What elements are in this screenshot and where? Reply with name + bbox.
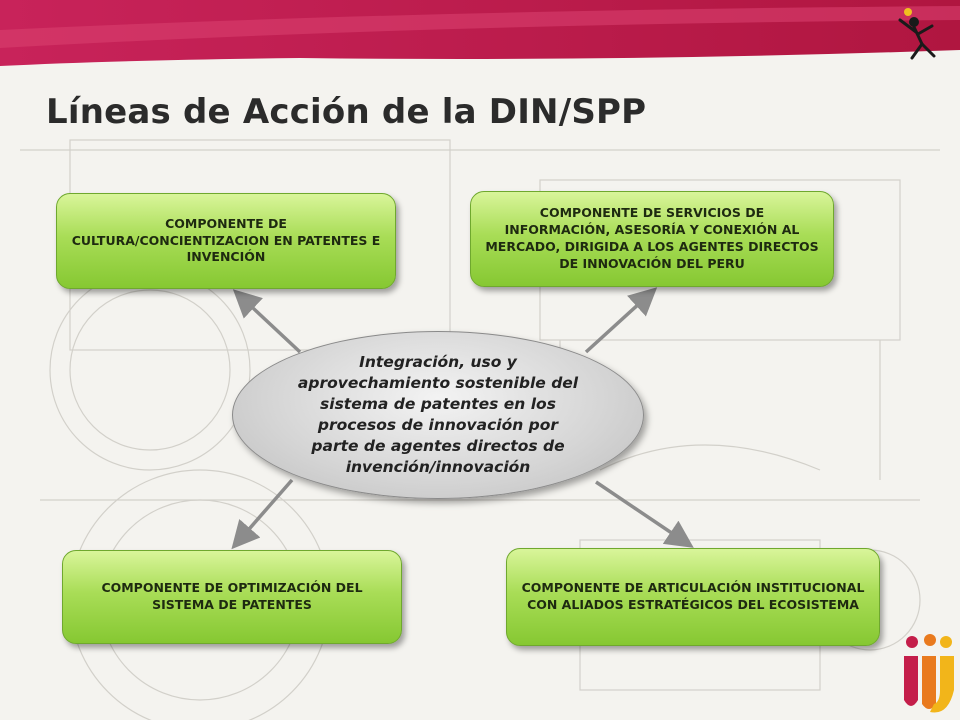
institution-logo-icon	[904, 634, 954, 713]
arrow-to-bottom-right	[595, 480, 694, 548]
component-cultura-box: COMPONENTE DE CULTURA/CONCIENTIZACION EN…	[56, 193, 396, 289]
arrow-to-top-left	[232, 289, 302, 354]
slide-title: Líneas de Acción de la DIN/SPP	[46, 92, 647, 132]
component-articulacion-box: COMPONENTE DE ARTICULACIÓN INSTITUCIONAL…	[506, 548, 880, 646]
arrow-to-bottom-left	[231, 478, 294, 550]
juggler-figure-icon	[898, 8, 936, 60]
component-optimizacion-box: COMPONENTE DE OPTIMIZACIÓN DEL SISTEMA D…	[62, 550, 402, 644]
arrow-to-top-right	[584, 287, 658, 354]
center-integration-ellipse: Integración, uso y aprovechamiento soste…	[232, 331, 644, 499]
top-banner-swoosh	[0, 6, 960, 48]
component-servicios-box: COMPONENTE DE SERVICIOS DE INFORMACIÓN, …	[470, 191, 834, 287]
